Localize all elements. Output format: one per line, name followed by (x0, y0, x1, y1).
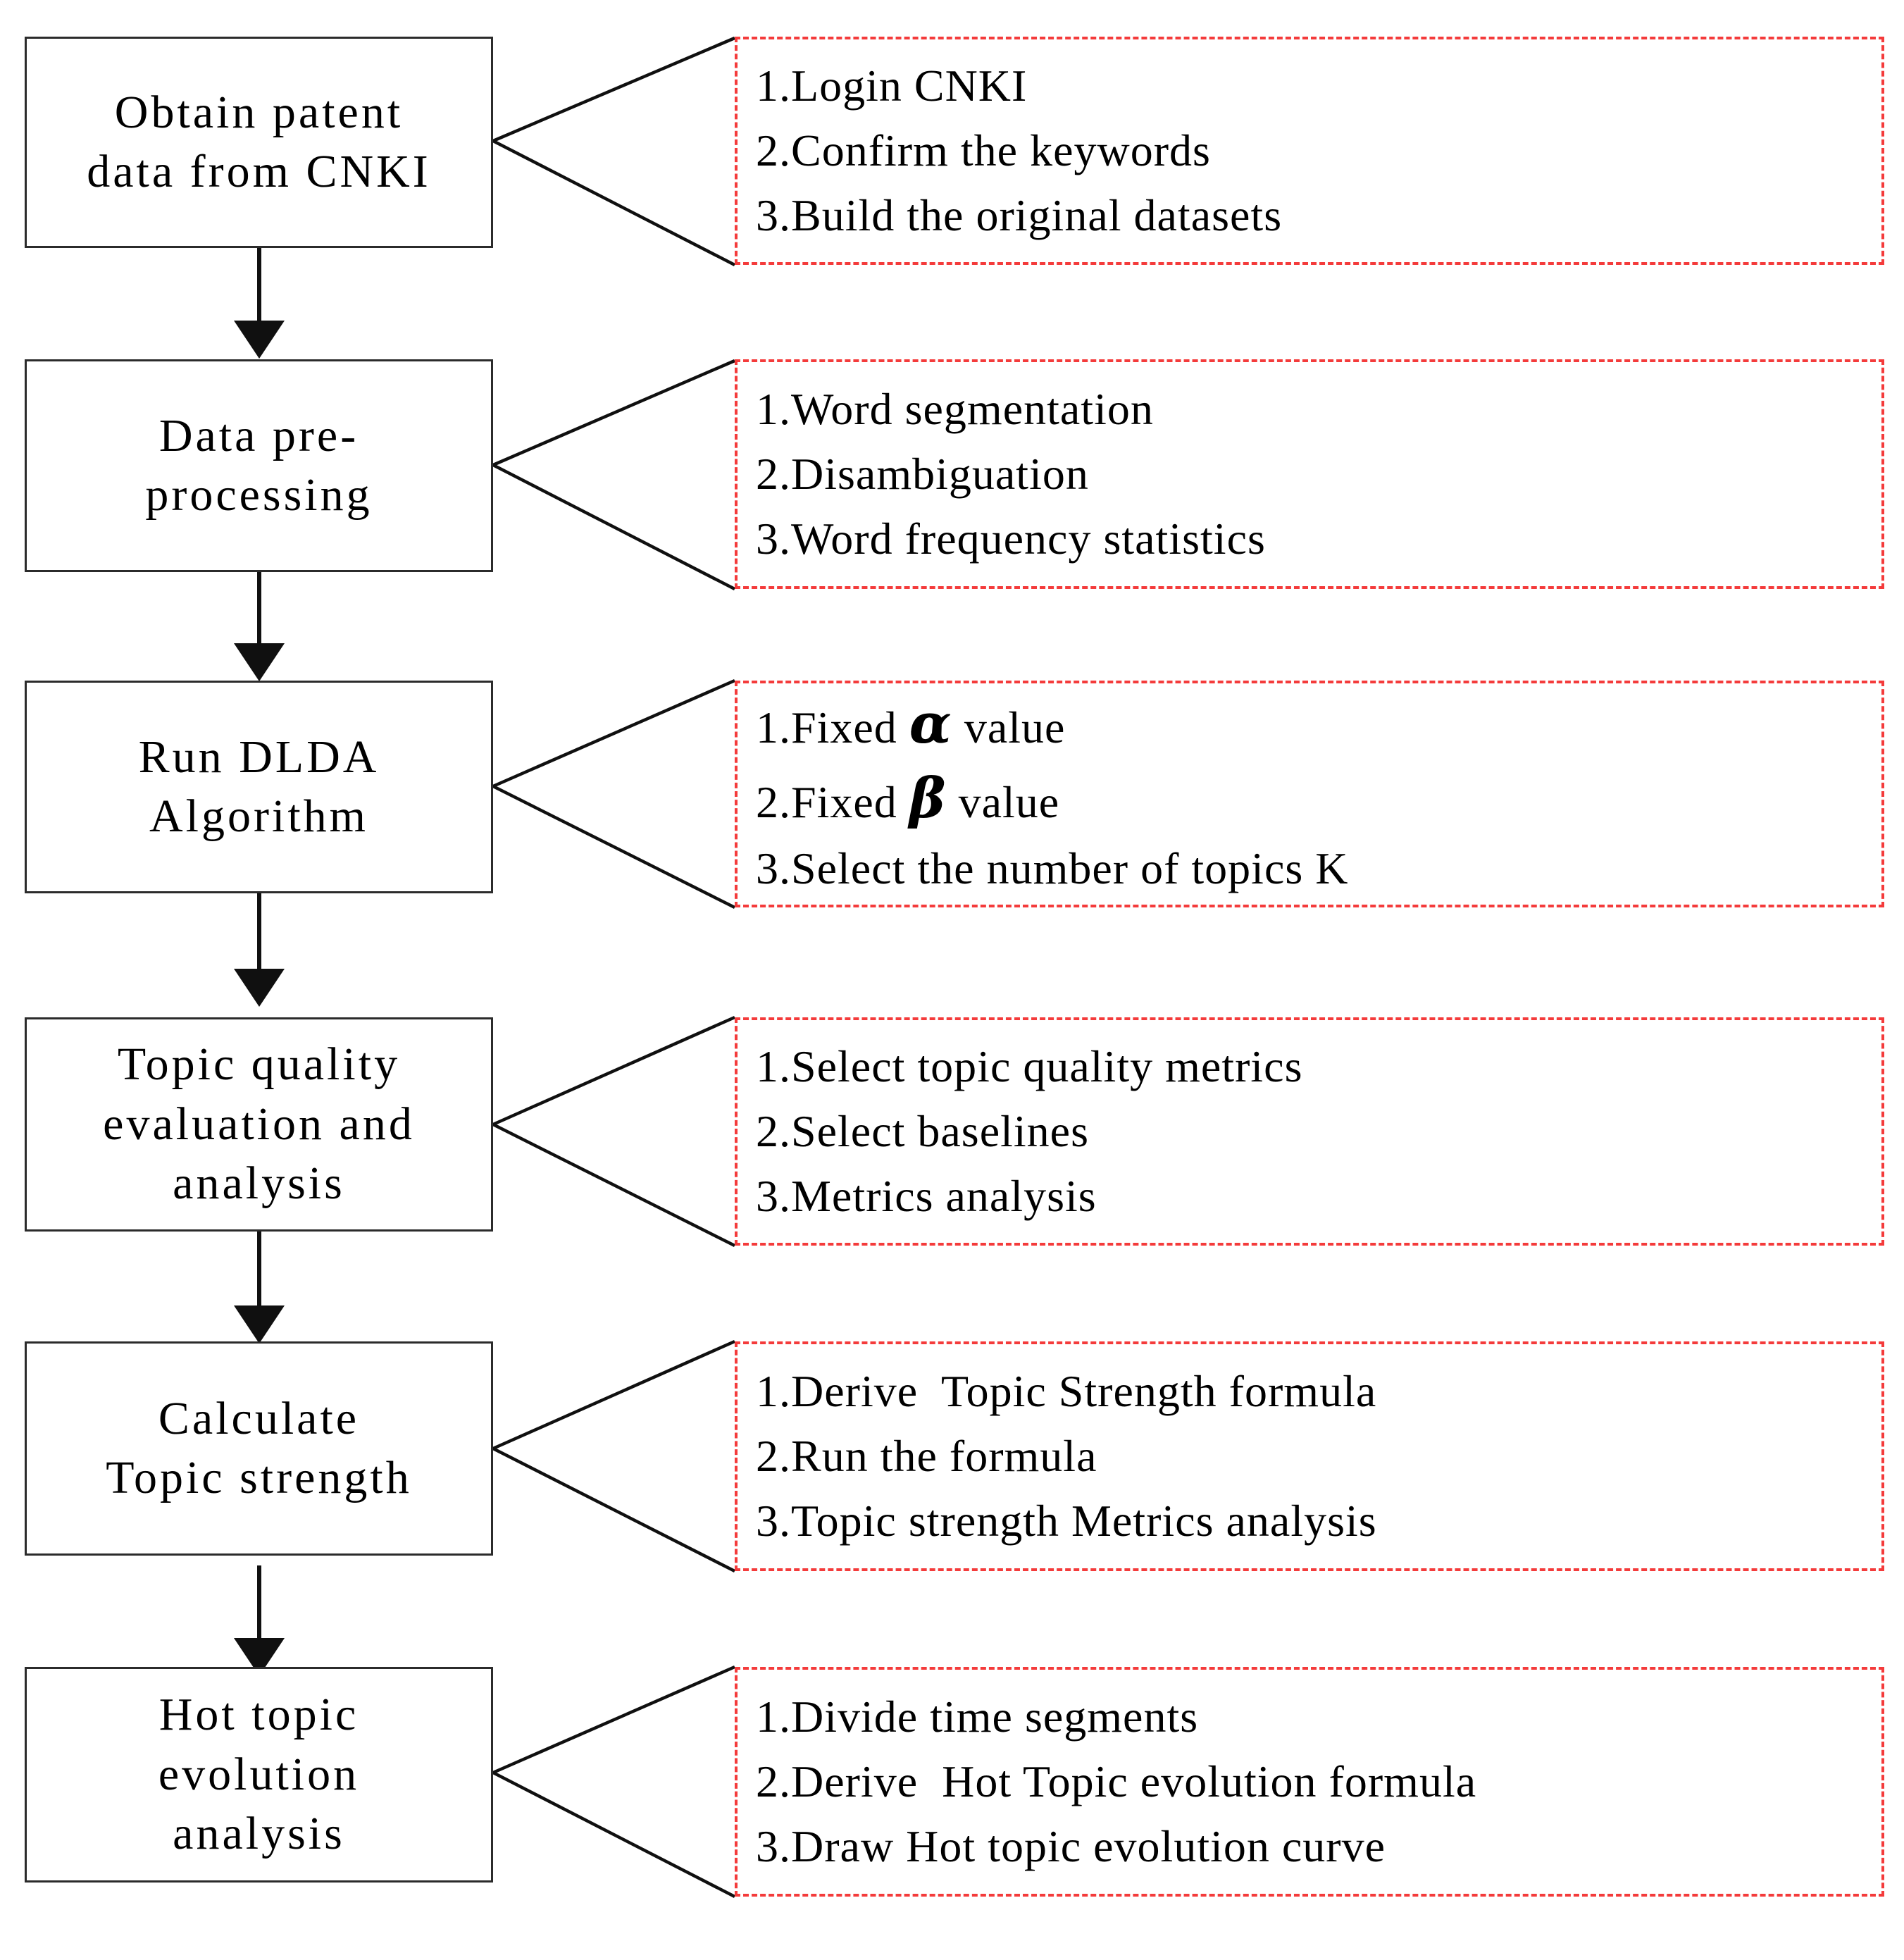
detail-panel-calculate-topic-strength: 1.Derive Topic Strength formula 2.Run th… (735, 1341, 1884, 1571)
detail-text: Build the original datasets (791, 190, 1283, 240)
detail-panel-obtain-patent-data: 1.Login CNKI 2.Confirm the keywords 3.Bu… (735, 37, 1884, 265)
detail-panel-hot-topic-evolution: 1.Divide time segments 2.Derive Hot Topi… (735, 1667, 1884, 1897)
detail-text: Metrics analysis (791, 1171, 1097, 1221)
detail-index: 1. (756, 1041, 791, 1091)
beta-symbol: β (909, 767, 947, 831)
detail-text: Confirm the keywords (791, 125, 1211, 175)
detail-index: 1. (756, 1692, 791, 1742)
detail-text: Word segmentation (791, 384, 1154, 434)
detail-item: 2.Disambiguation (756, 442, 1881, 507)
detail-item: 2.Confirm the keywords (756, 118, 1881, 183)
detail-index: 3. (756, 843, 791, 893)
detail-index: 3. (756, 1496, 791, 1546)
stage-label-line: analysis (173, 1158, 345, 1210)
detail-text: Select baselines (791, 1106, 1089, 1156)
detail-index: 3. (756, 190, 791, 240)
detail-index: 3. (756, 1821, 791, 1871)
alpha-symbol: α (909, 692, 952, 756)
detail-text-post: value (946, 777, 1060, 827)
stage-label-line: Obtain patent (114, 86, 404, 138)
detail-text: Select the number of topics K (791, 843, 1349, 893)
stage-label-line: Hot topic (158, 1689, 359, 1741)
detail-index: 1. (756, 61, 791, 111)
detail-text: Run the formula (791, 1431, 1097, 1481)
stage-label-line: evaluation and (103, 1098, 415, 1150)
detail-text-pre: Fixed (791, 777, 909, 827)
stage-label-line: Algorithm (149, 790, 368, 842)
stage-label-line: Data pre- (158, 409, 359, 461)
detail-item: 3.Word frequency statistics (756, 507, 1881, 571)
detail-item: 3.Select the number of topics K (756, 836, 1881, 901)
detail-index: 3. (756, 1171, 791, 1221)
detail-text: Select topic quality metrics (791, 1041, 1303, 1091)
stage-box-topic-quality-evaluation[interactable]: Topic quality evaluation and analysis (25, 1017, 493, 1232)
detail-text: Login CNKI (791, 61, 1028, 111)
detail-index: 2. (756, 125, 791, 175)
stage-label-line: processing (145, 469, 373, 521)
stage-label-line: Calculate (158, 1392, 360, 1444)
detail-text: Word frequency statistics (791, 514, 1266, 564)
detail-index: 2. (756, 777, 791, 827)
detail-item: 2.Derive Hot Topic evolution formula (756, 1749, 1881, 1814)
detail-index: 1. (756, 384, 791, 434)
stage-label-line: evolution (158, 1748, 360, 1800)
detail-item: 2.Select baselines (756, 1099, 1881, 1164)
detail-index: 2. (756, 1431, 791, 1481)
detail-index: 3. (756, 514, 791, 564)
detail-item: 3.Metrics analysis (756, 1164, 1881, 1229)
detail-index: 1. (756, 1366, 791, 1416)
stage-box-run-dlda-algorithm[interactable]: Run DLDA Algorithm (25, 681, 493, 893)
stage-box-calculate-topic-strength[interactable]: Calculate Topic strength (25, 1341, 493, 1556)
detail-index: 2. (756, 449, 791, 499)
stage-box-data-pre-processing[interactable]: Data pre- processing (25, 359, 493, 572)
stage-box-hot-topic-evolution[interactable]: Hot topic evolution analysis (25, 1667, 493, 1883)
detail-index: 2. (756, 1106, 791, 1156)
detail-item: 1.Divide time segments (756, 1685, 1881, 1749)
stage-label-line: Run DLDA (138, 731, 380, 783)
detail-text: Derive Hot Topic evolution formula (791, 1756, 1477, 1806)
detail-item: 2.Fixed β value (756, 762, 1881, 836)
detail-item: 1.Login CNKI (756, 54, 1881, 118)
fan-brackets (492, 36, 736, 1899)
detail-index: 1. (756, 702, 791, 752)
detail-text: Draw Hot topic evolution curve (791, 1821, 1386, 1871)
detail-index: 2. (756, 1756, 791, 1806)
detail-item: 3.Draw Hot topic evolution curve (756, 1814, 1881, 1879)
detail-text-post: value (952, 702, 1066, 752)
detail-item: 1.Fixed α value (756, 687, 1881, 762)
detail-item: 2.Run the formula (756, 1424, 1881, 1489)
detail-text: Topic strength Metrics analysis (791, 1496, 1377, 1546)
stage-box-obtain-patent-data[interactable]: Obtain patent data from CNKI (25, 37, 493, 248)
stage-label-line: Topic strength (106, 1452, 412, 1503)
detail-text: Derive Topic Strength formula (791, 1366, 1377, 1416)
detail-item: 1.Word segmentation (756, 377, 1881, 442)
stage-label-line: analysis (173, 1808, 345, 1860)
stage-label-line: data from CNKI (87, 146, 431, 197)
detail-panel-run-dlda-algorithm: 1.Fixed α value 2.Fixed β value 3.Select… (735, 681, 1884, 907)
detail-item: 3.Build the original datasets (756, 183, 1881, 248)
detail-panel-topic-quality-evaluation: 1.Select topic quality metrics 2.Select … (735, 1017, 1884, 1246)
detail-panel-data-pre-processing: 1.Word segmentation 2.Disambiguation 3.W… (735, 359, 1884, 589)
detail-text: Disambiguation (791, 449, 1089, 499)
stage-label-line: Topic quality (117, 1038, 401, 1091)
detail-item: 3.Topic strength Metrics analysis (756, 1489, 1881, 1553)
detail-item: 1.Derive Topic Strength formula (756, 1359, 1881, 1424)
detail-text: Divide time segments (791, 1692, 1199, 1742)
detail-item: 1.Select topic quality metrics (756, 1034, 1881, 1099)
detail-text-pre: Fixed (791, 702, 909, 752)
